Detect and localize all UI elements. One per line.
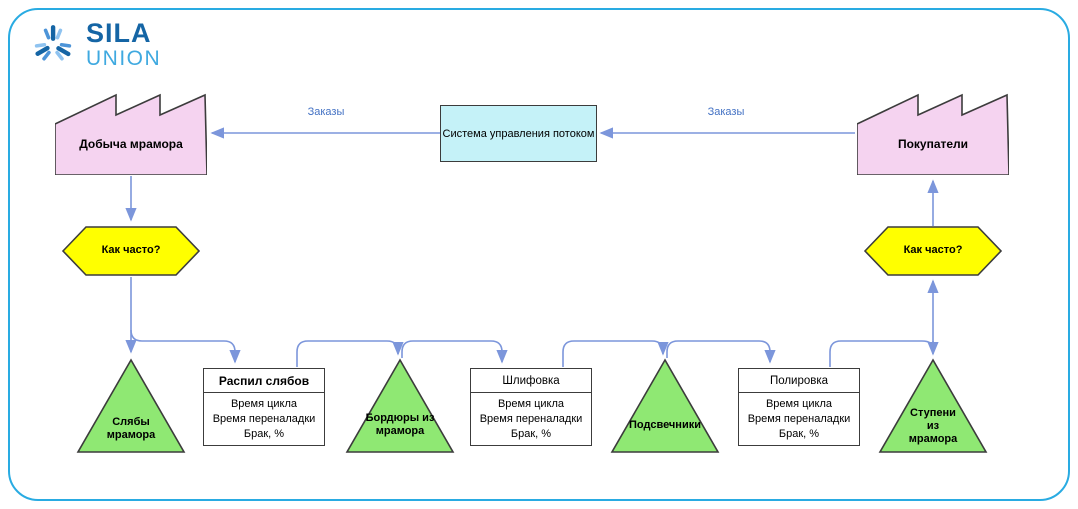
factory-icon bbox=[55, 93, 207, 175]
process-node-grinding[interactable]: Шлифовка Время цикла Время переналадки Б… bbox=[470, 368, 592, 446]
process-attribute: Время переналадки bbox=[212, 412, 316, 425]
hexagon-icon bbox=[62, 226, 200, 276]
process-attribute: Время цикла bbox=[497, 397, 565, 410]
process-attribute: Брак, % bbox=[778, 427, 820, 440]
process-attribute: Время цикла bbox=[765, 397, 833, 410]
logo-text-sila: SILA bbox=[86, 18, 152, 48]
control-node-flow-management[interactable]: Система управления потоком bbox=[440, 105, 597, 162]
inventory-node-marble-steps[interactable]: Ступени из мрамора bbox=[878, 358, 988, 454]
process-node-slab-sawing[interactable]: Распил слябов Время цикла Время перенала… bbox=[203, 368, 325, 446]
sila-union-logo: SILA UNION bbox=[30, 20, 161, 69]
triangle-icon bbox=[610, 358, 720, 453]
process-title: Шлифовка bbox=[471, 369, 591, 393]
hexagon-icon bbox=[864, 226, 1002, 276]
process-title: Распил слябов bbox=[204, 369, 324, 393]
sila-union-logo-icon bbox=[34, 24, 72, 61]
triangle-icon bbox=[878, 358, 988, 453]
control-label: Система управления потоком bbox=[442, 127, 595, 140]
inventory-node-marble-slabs[interactable]: Слябы мрамора bbox=[76, 358, 186, 454]
connector-process-1-to-inventory-2[interactable] bbox=[296, 340, 404, 367]
factory-icon bbox=[857, 93, 1009, 175]
factory-node-customer[interactable]: Покупатели bbox=[857, 93, 1009, 175]
process-attribute: Брак, % bbox=[243, 427, 285, 440]
inventory-node-marble-curbs[interactable]: Бордюры из мрамора bbox=[345, 358, 455, 454]
question-node-right[interactable]: Как часто? bbox=[864, 226, 1002, 276]
process-attribute: Брак, % bbox=[510, 427, 552, 440]
process-node-polishing[interactable]: Полировка Время цикла Время переналадки … bbox=[738, 368, 860, 446]
order-label-right: Заказы bbox=[707, 106, 745, 118]
process-attribute: Время переналадки bbox=[747, 412, 851, 425]
process-title: Полировка bbox=[739, 369, 859, 393]
process-attribute: Время переналадки bbox=[479, 412, 583, 425]
logo-text-union: UNION bbox=[86, 47, 162, 70]
order-label-left: Заказы bbox=[307, 106, 345, 118]
factory-node-supplier[interactable]: Добыча мрамора bbox=[55, 93, 207, 175]
inventory-node-candlesticks[interactable]: Подсвечники bbox=[610, 358, 720, 454]
triangle-icon bbox=[76, 358, 186, 453]
triangle-icon bbox=[345, 358, 455, 453]
connector-inventory-2-to-process-2[interactable] bbox=[401, 340, 508, 364]
question-node-left[interactable]: Как часто? bbox=[62, 226, 200, 276]
process-attribute: Время цикла bbox=[230, 397, 298, 410]
connector-question-left-to-process-1[interactable] bbox=[130, 329, 241, 364]
connector-process-2-to-inventory-3[interactable] bbox=[562, 340, 669, 367]
connector-inventory-3-to-process-3[interactable] bbox=[666, 340, 776, 364]
